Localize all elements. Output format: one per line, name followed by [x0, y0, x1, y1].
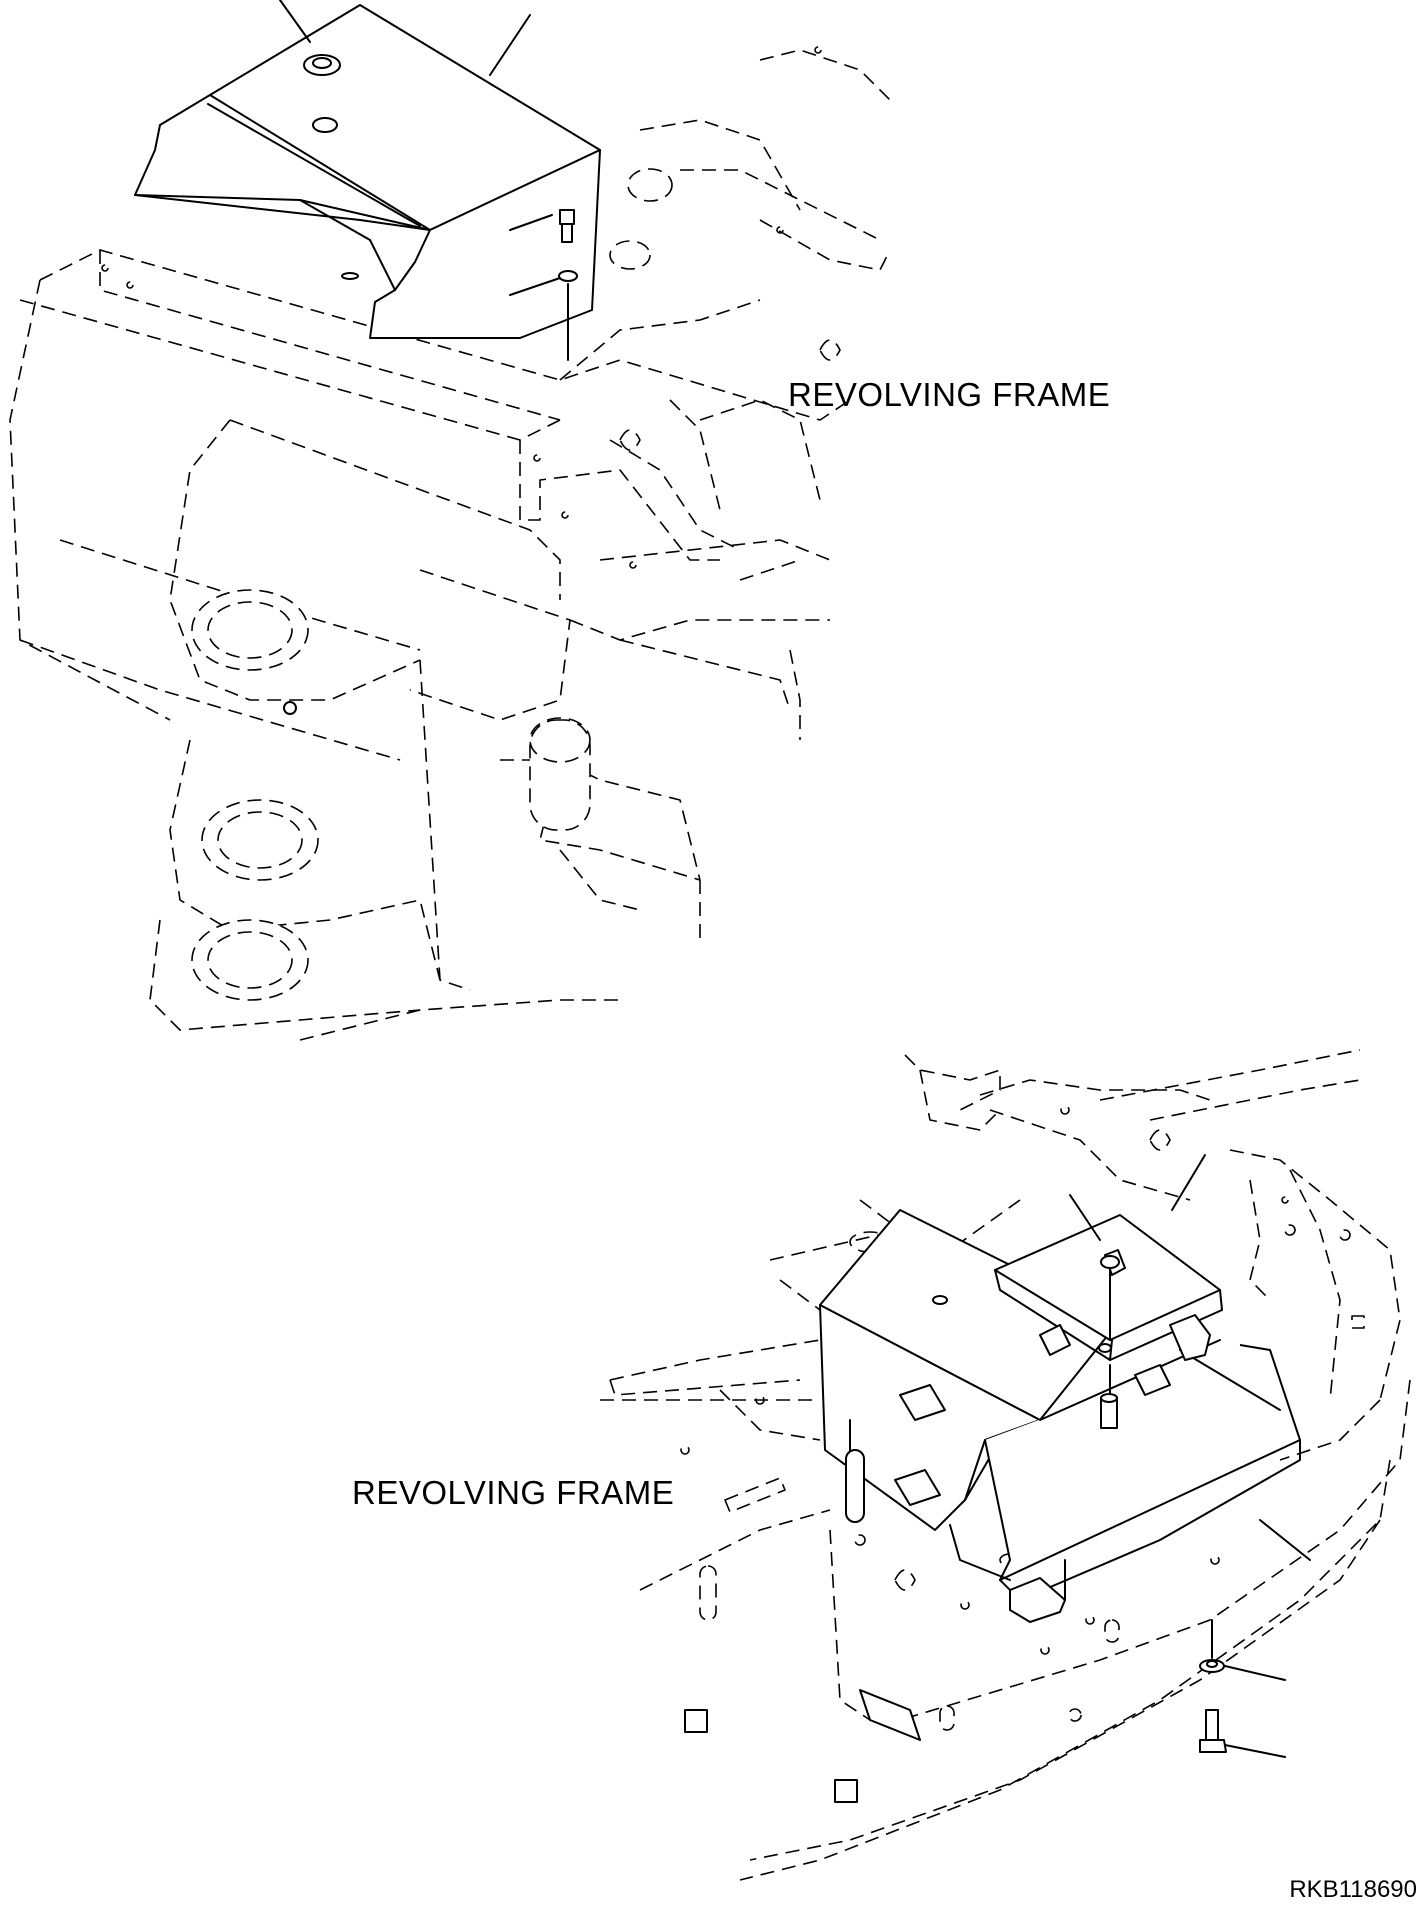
revolving-frame-bottom — [600, 1049, 1411, 1881]
revolving-frame-label-top: REVOLVING FRAME — [788, 376, 1111, 413]
drawing-number: RKB118690 — [1289, 1876, 1417, 1903]
revolving-frame-top — [9, 46, 891, 1041]
cover-top — [134, 0, 601, 361]
box-bottom — [819, 1154, 1311, 1758]
revolving-frame-label-bottom: REVOLVING FRAME — [352, 1474, 675, 1511]
